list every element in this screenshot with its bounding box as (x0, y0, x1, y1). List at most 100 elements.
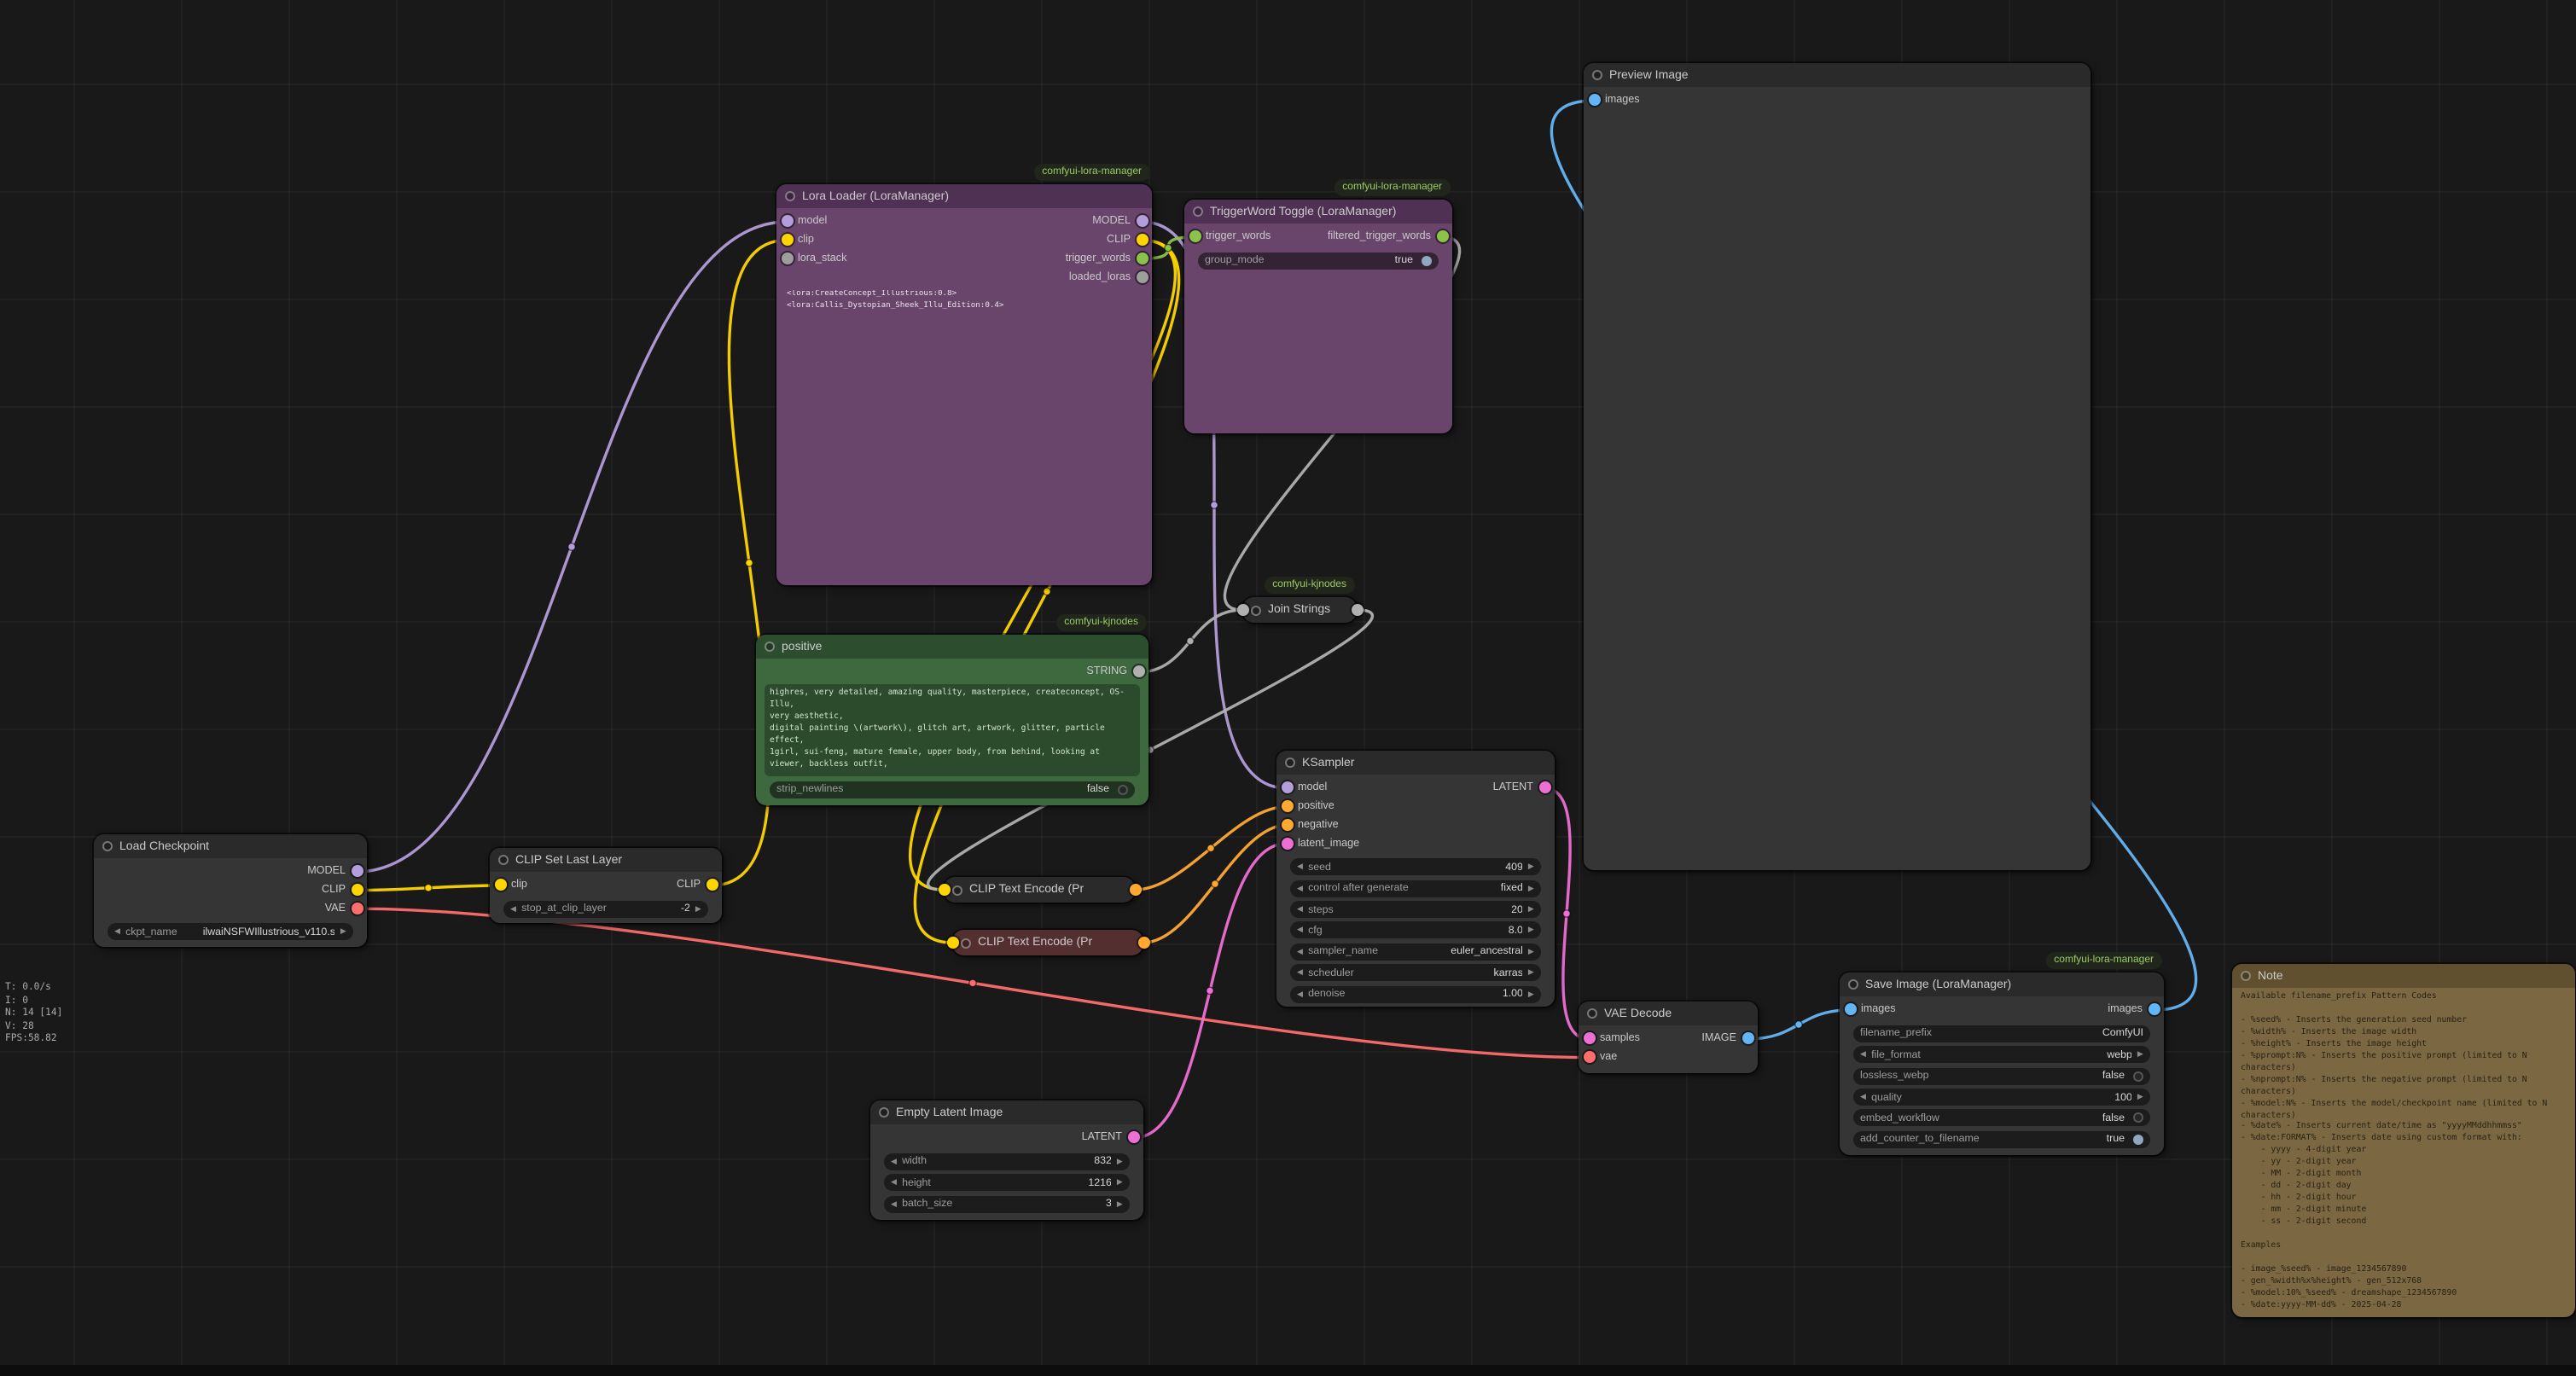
node-titlebar[interactable]: positive (756, 635, 1148, 659)
input-port-images[interactable]: images (1588, 91, 1640, 110)
output-port-filtered_trigger_words[interactable]: filtered_trigger_words (1328, 228, 1448, 247)
port-dot-icon[interactable] (1136, 253, 1148, 265)
node-titlebar[interactable]: Load Checkpoint (94, 834, 367, 858)
widget-decrement-icon[interactable]: ◀ (1297, 946, 1304, 955)
widget-increment-icon[interactable]: ▶ (1116, 1177, 1123, 1187)
collapse-dot-icon[interactable] (102, 841, 113, 851)
node-triggerword-toggle[interactable]: TriggerWord Toggle (LoraManager)comfyui-… (1184, 178, 1452, 433)
port-dot-icon[interactable] (1436, 230, 1448, 243)
output-port-CLIP[interactable]: CLIP (322, 881, 363, 900)
output-port-loaded_loras[interactable]: loaded_loras (1069, 268, 1148, 287)
node-titlebar[interactable]: VAE Decode (1579, 1002, 1758, 1025)
toggle-dot-icon[interactable] (2133, 1112, 2143, 1123)
node-titlebar[interactable]: CLIP Text Encode (Pr (952, 930, 1143, 955)
port-dot-icon[interactable] (1281, 837, 1293, 850)
node-titlebar[interactable]: Lora Loader (LoraManager) (776, 184, 1152, 208)
port-dot-icon[interactable] (494, 879, 506, 891)
node-titlebar[interactable]: CLIP Set Last Layer (490, 848, 722, 872)
widget-decrement-icon[interactable]: ◀ (510, 903, 517, 913)
prompt-text[interactable]: highres, very detailed, amazing quality,… (765, 684, 1140, 776)
note-text[interactable]: Available filename_prefix Pattern Codes … (2241, 991, 2548, 1312)
port-dot-icon[interactable] (351, 865, 363, 878)
port-dot-icon[interactable] (1583, 1032, 1595, 1045)
port-dot-icon[interactable] (2148, 1003, 2160, 1016)
node-titlebar[interactable]: TriggerWord Toggle (LoraManager) (1184, 200, 1452, 224)
collapse-dot-icon[interactable] (765, 642, 775, 652)
input-port-latent_image[interactable]: latent_image (1281, 834, 1359, 853)
toggle-dot-icon[interactable] (1118, 784, 1128, 795)
widget-decrement-icon[interactable]: ◀ (1860, 1092, 1867, 1100)
input-port[interactable] (1236, 604, 1248, 616)
widget-decrement-icon[interactable]: ◀ (891, 1177, 898, 1187)
output-port-LATENT[interactable]: LATENT (1082, 1129, 1139, 1147)
widget-decrement-icon[interactable]: ◀ (1297, 883, 1304, 892)
collapse-dot-icon[interactable] (498, 855, 509, 865)
widget-increment-icon[interactable]: ▶ (1527, 925, 1534, 934)
collapse-dot-icon[interactable] (1592, 70, 1602, 80)
input-port-model[interactable]: model (1281, 779, 1327, 798)
collapse-dot-icon[interactable] (1587, 1008, 1597, 1019)
widget-increment-icon[interactable]: ▶ (1527, 946, 1534, 955)
input-port-lora_stack[interactable]: lora_stack (781, 249, 846, 268)
collapse-dot-icon[interactable] (2241, 971, 2251, 981)
node-clip-text-encode-2[interactable]: CLIP Text Encode (Pr (946, 930, 1149, 955)
widget-decrement-icon[interactable]: ◀ (1297, 904, 1304, 913)
input-port-vae[interactable]: vae (1583, 1048, 1617, 1067)
widget-increment-icon[interactable]: ▶ (695, 903, 701, 913)
port-dot-icon[interactable] (1538, 781, 1550, 794)
input-port-images[interactable]: images (1844, 1001, 1896, 1019)
input-port-negative[interactable]: negative (1281, 816, 1339, 834)
output-port[interactable] (1351, 604, 1363, 616)
port-dot-icon[interactable] (1742, 1032, 1753, 1045)
widget-increment-icon[interactable]: ▶ (1116, 1156, 1123, 1165)
widget-decrement-icon[interactable]: ◀ (114, 926, 121, 936)
port-dot-icon[interactable] (1132, 665, 1144, 678)
node-titlebar[interactable]: Preview Image (1584, 63, 2090, 87)
output-port-VAE[interactable]: VAE (325, 899, 363, 918)
output-port-LATENT[interactable]: LATENT (1493, 779, 1550, 798)
port-dot-icon[interactable] (706, 879, 718, 891)
port-dot-icon[interactable] (1127, 1131, 1139, 1144)
input-port-samples[interactable]: samples (1583, 1030, 1640, 1048)
node-titlebar[interactable]: Empty Latent Image (870, 1100, 1143, 1124)
collapse-dot-icon[interactable] (785, 191, 795, 201)
port-dot-icon[interactable] (351, 884, 363, 897)
output-port-CLIP[interactable]: CLIP (1107, 231, 1148, 250)
port-dot-icon[interactable] (1281, 819, 1293, 832)
output-port-MODEL[interactable]: MODEL (307, 862, 363, 881)
input-port[interactable] (938, 884, 950, 896)
node-titlebar[interactable]: Save Image (LoraManager) (1840, 972, 2164, 996)
port-dot-icon[interactable] (1583, 1051, 1595, 1064)
node-preview-image[interactable]: Preview Image images (1584, 63, 2090, 870)
output-port-images[interactable]: images (2108, 1001, 2160, 1019)
port-dot-icon[interactable] (351, 903, 363, 915)
collapse-dot-icon[interactable] (1193, 206, 1203, 217)
node-clip-text-encode-1[interactable]: CLIP Text Encode (Pr (938, 877, 1141, 903)
loras-text[interactable]: <lora:CreateConcept_Illustrious:0.8> <lo… (787, 290, 1004, 311)
port-dot-icon[interactable] (1844, 1003, 1856, 1016)
toggle-dot-icon[interactable] (1422, 255, 1432, 266)
node-save-image[interactable]: Save Image (LoraManager)comfyui-lora-man… (1840, 951, 2164, 1155)
port-dot-icon[interactable] (1136, 270, 1148, 283)
widget-decrement-icon[interactable]: ◀ (1297, 989, 1304, 998)
collapse-dot-icon[interactable] (1251, 605, 1261, 615)
widget-increment-icon[interactable]: ▶ (2137, 1049, 2143, 1059)
widget-increment-icon[interactable]: ▶ (1527, 989, 1534, 998)
widget-increment-icon[interactable]: ▶ (1527, 904, 1534, 913)
port-dot-icon[interactable] (781, 253, 793, 265)
